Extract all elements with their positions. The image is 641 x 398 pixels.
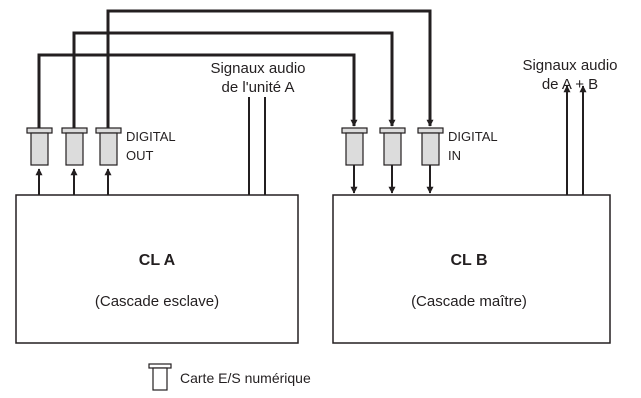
io-card-icon	[148, 363, 172, 391]
in-arrows	[350, 165, 434, 194]
signal-ab-label: Signaux audio de A + B	[495, 56, 641, 94]
device-box-cl-b	[332, 194, 611, 344]
port-in-label-line2: IN	[448, 148, 461, 163]
out-arrows	[35, 168, 112, 195]
io-card-icon	[341, 127, 368, 166]
io-card-icon	[379, 127, 406, 166]
cascade-cable-1	[37, 53, 358, 128]
port-in-label-line1: DIGITAL	[448, 129, 498, 144]
device-a-title: CL A	[139, 252, 176, 269]
signal-arrows-a	[245, 85, 269, 195]
io-card-icon	[26, 127, 53, 166]
io-card-icon	[61, 127, 88, 166]
signal-a-text-line2: de l'unité A	[221, 79, 295, 96]
io-card-icon	[95, 127, 122, 166]
io-card-icon	[417, 127, 444, 166]
signal-a-text-line1: Signaux audio	[210, 60, 306, 77]
port-out-label-line1: DIGITAL	[126, 129, 176, 144]
device-box-cl-a	[15, 194, 299, 344]
cascade-cables	[37, 9, 434, 128]
legend-label: Carte E/S numérique	[180, 370, 311, 386]
device-b-subtitle: (Cascade maître)	[411, 293, 527, 310]
signal-ab-text-line2: de A + B	[541, 76, 599, 93]
port-out-label-line2: OUT	[126, 148, 154, 163]
cascade-cable-3	[106, 9, 434, 128]
device-a-subtitle: (Cascade esclave)	[95, 293, 219, 310]
device-b-title: CL B	[450, 252, 487, 269]
cascade-cable-2	[72, 31, 396, 128]
io-card-group-in	[341, 127, 444, 166]
signal-arrows-ab	[563, 85, 587, 195]
signal-a-label: Signaux audio de l'unité A	[183, 59, 333, 97]
signal-ab-text-line1: Signaux audio	[522, 57, 618, 74]
legend: Carte E/S numérique	[148, 363, 311, 391]
io-card-group-out	[26, 127, 122, 166]
